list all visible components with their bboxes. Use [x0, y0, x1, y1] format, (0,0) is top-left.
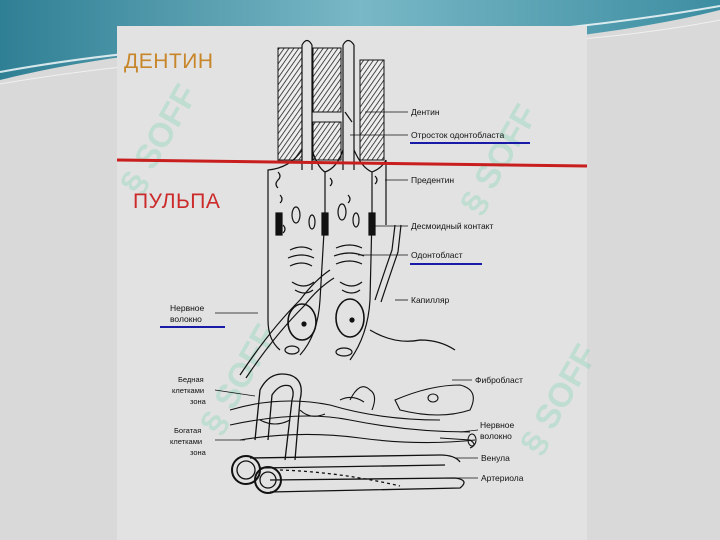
capillary-loop	[254, 373, 302, 461]
dentin-pulp-boundary-line	[116, 158, 588, 168]
label-cell-poor-1: Бедная	[178, 375, 204, 384]
label-odontoblast: Одонтобласт	[411, 250, 463, 260]
label-arteriole: Артериола	[481, 473, 524, 483]
vessels	[231, 454, 465, 494]
label-venule: Венула	[481, 453, 510, 463]
cell-rich-zone	[229, 384, 477, 449]
label-cell-poor-2: клетками	[172, 386, 204, 395]
label-odontoblast-process: Отросток одонтобласта	[411, 130, 504, 140]
dentin-layer	[277, 47, 385, 161]
label-nerve-fiber-right-1: Нервное	[480, 420, 515, 430]
slide-panel	[117, 26, 587, 540]
label-cell-poor-3: зона	[190, 397, 207, 406]
label-fibroblast: Фибробласт	[475, 375, 523, 385]
leader-lines	[214, 111, 479, 479]
label-predentin: Предентин	[411, 175, 454, 185]
zone-label-dentin: ДЕНТИН	[124, 50, 214, 73]
label-cell-rich-1: Богатая	[174, 426, 201, 435]
label-cell-rich-3: зона	[190, 448, 207, 457]
zone-label-pulp: ПУЛЬПА	[133, 190, 221, 213]
label-nerve-fiber-right-2: волокно	[480, 431, 512, 441]
label-nerve-fiber-left-2: волокно	[170, 314, 202, 324]
label-dentin: Дентин	[411, 107, 440, 117]
label-cell-rich-2: клетками	[170, 437, 202, 446]
nerve-and-capillary	[239, 224, 456, 379]
label-nerve-fiber-left-1: Нервное	[170, 303, 205, 313]
odontoblast-cells	[267, 160, 387, 361]
odontoblast-processes	[301, 39, 355, 170]
label-desmosomal-contact: Десмоидный контакт	[411, 221, 494, 231]
label-capillary: Капилляр	[411, 295, 450, 305]
